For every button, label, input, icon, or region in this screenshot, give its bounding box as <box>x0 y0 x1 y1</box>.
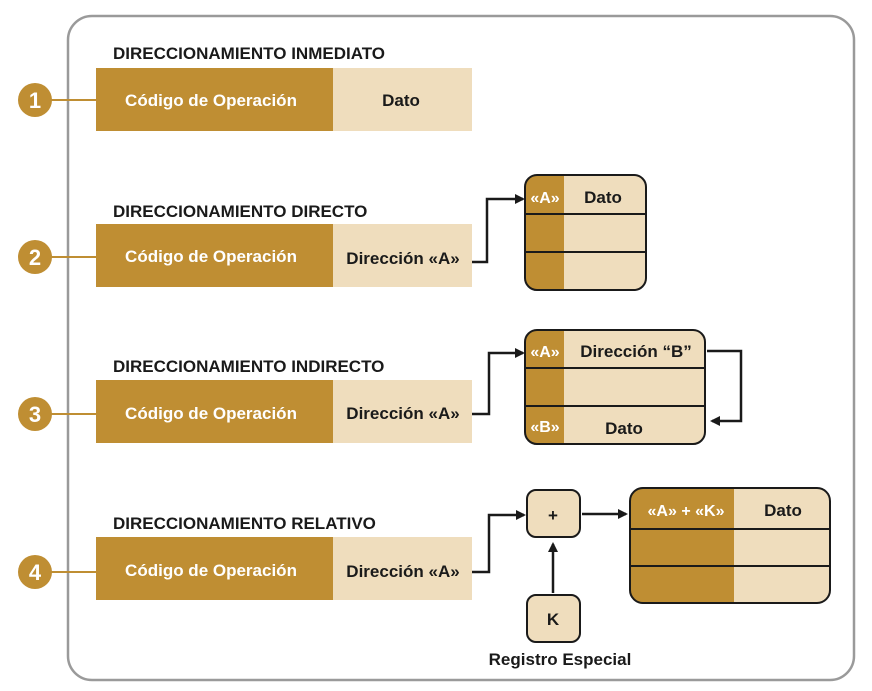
outer-frame <box>66 14 856 682</box>
operand-label: Dirección «A» <box>346 562 459 581</box>
section-title: DIRECCIONAMIENTO DIRECTO <box>113 202 367 221</box>
section-number: 3 <box>29 402 41 427</box>
operand-field <box>333 537 472 600</box>
address-arrow <box>472 348 525 416</box>
memory-address-tag: «A» <box>530 344 559 361</box>
section-number-badge <box>18 555 52 589</box>
operand-field <box>333 380 472 443</box>
operand-field <box>333 224 472 287</box>
adder-symbol: + <box>548 506 558 525</box>
register-caption: Registro Especial <box>489 650 632 669</box>
section-immediate: 1 DIRECCIONAMIENTO INMEDIATO Código de O… <box>18 44 472 131</box>
memory-address-tag: «A» + «K» <box>648 503 725 520</box>
memory-block <box>525 175 646 290</box>
section-number: 2 <box>29 245 41 270</box>
memory-border <box>524 174 647 291</box>
opcode-field <box>96 224 333 287</box>
section-title: DIRECCIONAMIENTO INMEDIATO <box>113 44 385 63</box>
opcode-field <box>96 68 333 131</box>
section-number-badge <box>18 83 52 117</box>
register-label: K <box>547 610 560 629</box>
indirect-loop-arrow <box>707 349 743 426</box>
operand-label: Dirección «A» <box>346 249 459 268</box>
operand-field <box>333 68 472 131</box>
section-number: 4 <box>29 560 42 585</box>
section-relative: 4 DIRECCIONAMIENTO RELATIVO Código de Op… <box>18 487 831 669</box>
section-direct: 2 DIRECCIONAMIENTO DIRECTO Código de Ope… <box>18 174 647 291</box>
opcode-label: Código de Operación <box>125 91 297 110</box>
register-box <box>526 594 581 643</box>
memory-block <box>525 330 705 444</box>
memory-border <box>524 329 706 445</box>
memory-address-tag: «B» <box>530 419 559 436</box>
memory-block <box>630 488 830 603</box>
memory-border <box>629 487 831 604</box>
opcode-label: Código de Operación <box>125 404 297 423</box>
section-title: DIRECCIONAMIENTO RELATIVO <box>113 514 376 533</box>
section-number-badge <box>18 397 52 431</box>
opcode-label: Código de Operación <box>125 561 297 580</box>
opcode-field <box>96 537 333 600</box>
operand-label: Dato <box>382 91 420 110</box>
memory-data-label: Dato <box>764 501 802 520</box>
section-title: DIRECCIONAMIENTO INDIRECTO <box>113 357 384 376</box>
memory-data-label: Dato <box>584 188 622 207</box>
opcode-field <box>96 380 333 443</box>
section-number: 1 <box>29 88 41 113</box>
memory-pointer-label: Dirección “B” <box>580 342 691 361</box>
address-arrow <box>472 194 525 264</box>
adder-box <box>526 489 581 538</box>
section-number-badge <box>18 240 52 274</box>
memory-data-label: Dato <box>605 419 643 438</box>
address-arrow <box>472 510 526 574</box>
opcode-label: Código de Operación <box>125 247 297 266</box>
operand-label: Dirección «A» <box>346 404 459 423</box>
section-indirect: 3 DIRECCIONAMIENTO INDIRECTO Código de O… <box>18 329 743 445</box>
memory-address-tag: «A» <box>530 190 559 207</box>
